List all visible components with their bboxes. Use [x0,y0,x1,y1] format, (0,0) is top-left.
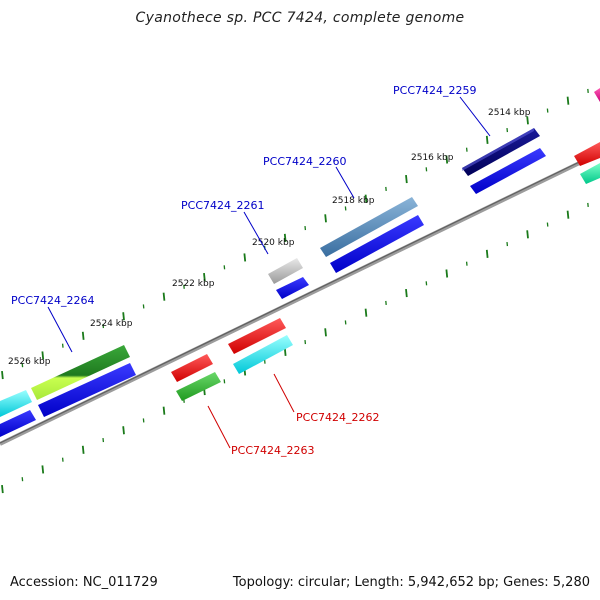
gene-labels: PCC7424_2259 PCC7424_2260 PCC7424_2261 P… [11,84,476,457]
major-tick [445,155,449,164]
major-tick [41,351,45,360]
gene-label-2261[interactable]: PCC7424_2261 [181,199,264,212]
kbp-label-2514: 2514 kbp [488,108,531,118]
major-tick [283,233,287,242]
reverse-genes [171,142,600,401]
major-tick [364,194,368,203]
major-tick [81,331,85,340]
major-tick [203,272,206,282]
forward-blue-bars [0,148,546,437]
kbp-label-2518: 2518 kbp [332,196,375,206]
kbp-labels: 2514 kbp 2516 kbp 2518 kbp 2520 kbp 2522… [8,108,531,367]
kbp-label-2526: 2526 kbp [8,357,51,367]
major-tick [122,426,125,435]
forward-genes [0,88,600,417]
gene-pcc7424-2263-feature[interactable] [171,354,221,401]
map-title: Cyanothece sp. PCC 7424, complete genome [135,10,465,26]
gene-pcc7424-2262-feature[interactable] [228,318,293,374]
gene-pcc7424-2264-feature[interactable] [31,345,130,400]
major-tick [485,249,489,258]
major-tick [243,253,247,262]
outer-tick-ring [1,88,589,380]
major-tick [162,292,166,301]
major-tick [122,312,125,321]
major-tick [162,406,166,415]
major-tick [566,210,570,219]
gene-pcc7424-2260-feature[interactable] [320,197,418,257]
major-tick [445,269,449,278]
gene-label-leaders [47,96,491,449]
major-tick [405,289,408,298]
gene-pcc7424-2261-feature[interactable] [268,258,303,284]
kbp-label-2522: 2522 kbp [172,279,215,289]
major-tick [81,445,85,454]
major-tick [485,135,489,144]
gene-partial-right-seagreen [580,163,600,184]
major-tick [324,214,327,223]
genome-backbone [0,151,600,446]
gene-pcc7424-2259-feature[interactable] [462,128,540,176]
gene-partial-right-red [574,142,600,166]
major-tick [1,370,4,380]
kbp-label-2520: 2520 kbp [252,238,295,248]
kbp-label-2524: 2524 kbp [90,319,133,329]
gene-label-2260[interactable]: PCC7424_2260 [263,155,346,168]
major-tick [405,175,408,184]
gene-label-2262[interactable]: PCC7424_2262 [296,411,379,424]
major-tick [566,96,570,105]
major-tick [526,116,529,125]
gene-label-2259[interactable]: PCC7424_2259 [393,84,476,97]
gene-partial-top-right [594,88,600,102]
major-tick [526,230,529,239]
gene-label-2264[interactable]: PCC7424_2264 [11,294,94,307]
major-tick [41,465,45,474]
major-tick [324,328,327,337]
gene-partial-left-cyan [0,390,32,417]
accession-text: Accession: NC_011729 [10,575,158,590]
gene-label-2263[interactable]: PCC7424_2263 [231,444,314,457]
major-tick [364,308,368,317]
major-tick [1,484,4,494]
kbp-label-2516: 2516 kbp [411,153,454,163]
genome-summary-text: Topology: circular; Length: 5,942,652 bp… [232,575,590,590]
